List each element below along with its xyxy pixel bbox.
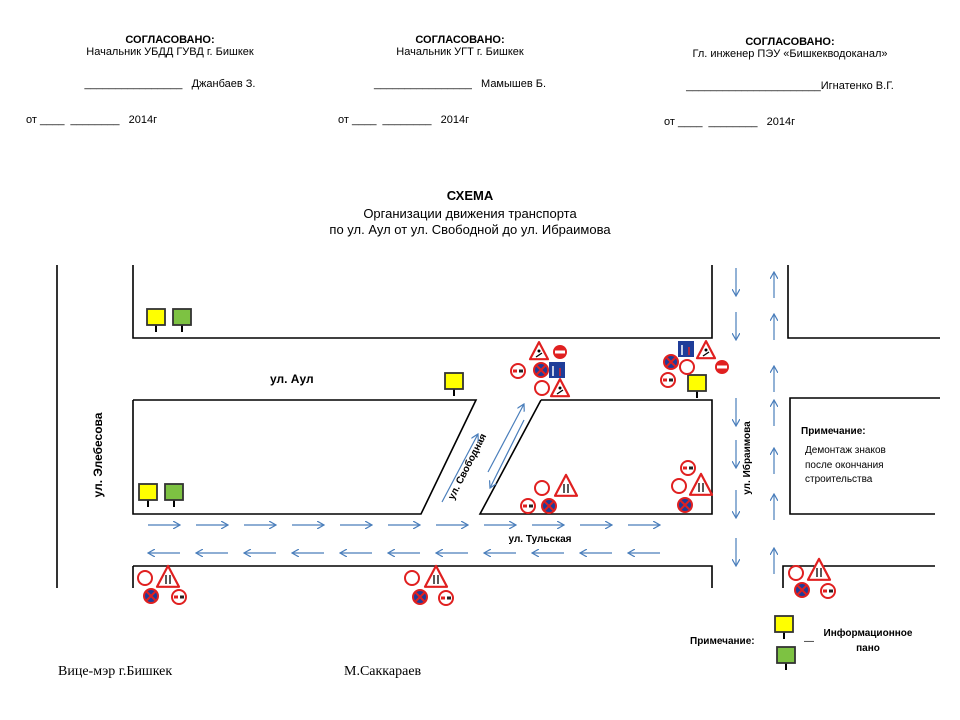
road-signs <box>137 340 836 606</box>
no-entry-sign <box>534 380 550 396</box>
two-way-traffic-sign <box>423 564 449 588</box>
no-overtaking-sign <box>820 583 836 599</box>
no-overtaking-sign <box>438 590 454 606</box>
no-overtaking-sign <box>510 363 526 379</box>
approval-block-ubdd: СОГЛАСОВАНО: Начальник УБДД ГУВД г. Бишк… <box>20 34 320 90</box>
legend-text-1: Информационное <box>824 627 913 639</box>
no-entry-sign <box>404 570 420 586</box>
road-works-sign <box>549 378 571 398</box>
two-way-traffic-sign <box>806 557 832 581</box>
schema-heading: СХЕМА Организации движения транспорта по… <box>250 188 690 237</box>
lane-direction-sign <box>549 362 565 378</box>
info-panel <box>138 483 158 507</box>
road-edge <box>787 265 940 339</box>
approval-date: от ____ ________ 2014г <box>664 116 796 128</box>
street-label-svobodnaya: ул. Свободная <box>445 431 489 501</box>
road-edges <box>56 265 940 588</box>
street-label-ibraimova: ул. Ибраимова <box>741 421 753 495</box>
no-overtaking-sign <box>680 460 696 476</box>
approval-name: Джанбаев З. <box>191 78 256 90</box>
road-edge <box>133 565 713 588</box>
no-overtaking-sign <box>171 589 187 605</box>
info-panels <box>138 308 796 670</box>
no-stopping-sign <box>794 582 810 598</box>
legend-label: Примечание: <box>690 636 755 647</box>
approval-name: Игнатенко В.Г. <box>820 80 894 92</box>
info-panel <box>687 374 707 398</box>
signature-line: ________________ <box>84 78 183 90</box>
approval-position: Гл. инженер ПЭУ «Бишкекводоканал» <box>692 48 888 60</box>
two-way-traffic-sign <box>688 472 714 496</box>
road-edge <box>132 265 713 339</box>
no-stopping-sign <box>533 362 549 378</box>
approval-title: СОГЛАСОВАНО: <box>125 34 215 46</box>
approval-position: Начальник УБДД ГУВД г. Бишкек <box>86 46 254 58</box>
road-edge <box>132 399 478 515</box>
no-entry-sign <box>534 480 550 496</box>
note-line: строительства <box>805 474 873 485</box>
schema-subtitle-2: по ул. Аул от ул. Свободной до ул. Ибраи… <box>329 222 611 237</box>
no-entry-sign <box>679 359 695 375</box>
info-panel <box>164 483 184 507</box>
two-way-traffic-sign <box>155 564 181 588</box>
note-title: Примечание: <box>801 426 866 437</box>
no-stopping-sign <box>143 588 159 604</box>
road-works-sign <box>528 341 550 361</box>
no-entry-sign <box>671 478 687 494</box>
direction-arrow <box>487 404 524 473</box>
road-edge <box>789 397 940 515</box>
approval-position: Начальник УГТ г. Бишкек <box>396 46 524 58</box>
no-stopping-sign <box>677 497 693 513</box>
no-overtaking-sign <box>660 372 676 388</box>
road-edge <box>478 399 713 515</box>
no-stopping-sign <box>412 589 428 605</box>
signature-line: ______________________ <box>686 80 821 92</box>
legend-text-2: пано <box>856 643 880 654</box>
info-panel <box>776 646 796 670</box>
schema-title: СХЕМА <box>446 188 494 203</box>
no-entry-sign <box>788 565 804 581</box>
approval-title: СОГЛАСОВАНО: <box>415 34 505 46</box>
schema-subtitle-1: Организации движения транспорта <box>363 206 577 221</box>
street-label-tulskaya: ул. Тульская <box>509 534 572 545</box>
lane-direction-sign <box>678 341 694 357</box>
footer-name: М.Саккараев <box>344 664 422 679</box>
direction-arrow <box>441 434 478 503</box>
note-line: Демонтаж знаков <box>805 445 886 456</box>
direction-arrows <box>148 268 774 574</box>
street-label-aul: ул. Аул <box>270 372 314 386</box>
signature-line: ________________ <box>373 78 472 90</box>
direction-arrow <box>490 419 525 488</box>
info-panel <box>774 615 794 639</box>
street-label-elebesova: ул. Элебесова <box>91 412 105 497</box>
approval-block-vodokanal: СОГЛАСОВАНО: Гл. инженер ПЭУ «Бишкекводо… <box>640 36 940 92</box>
no-entry-brick-sign <box>715 360 729 374</box>
two-way-traffic-sign <box>553 473 579 497</box>
legend-dash: — <box>804 636 814 647</box>
info-panel <box>444 372 464 396</box>
approval-date: от ____ ________ 2014г <box>338 114 470 126</box>
info-panel <box>146 308 166 332</box>
no-stopping-sign <box>663 354 679 370</box>
no-stopping-sign <box>541 498 557 514</box>
approval-name: Мамышев Б. <box>481 78 547 90</box>
approval-title: СОГЛАСОВАНО: <box>745 36 835 48</box>
approval-date: от ____ ________ 2014г <box>26 114 158 126</box>
no-entry-brick-sign <box>553 345 567 359</box>
no-overtaking-sign <box>520 498 536 514</box>
footer-vice-mayor: Вице-мэр г.Бишкек <box>58 664 173 679</box>
approval-block-ugt: СОГЛАСОВАНО: Начальник УГТ г. Бишкек ___… <box>310 34 610 90</box>
info-panel <box>172 308 192 332</box>
no-entry-sign <box>137 570 153 586</box>
note-line: после окончания <box>805 460 884 471</box>
road-works-sign <box>695 340 717 360</box>
road-edge <box>782 565 935 588</box>
